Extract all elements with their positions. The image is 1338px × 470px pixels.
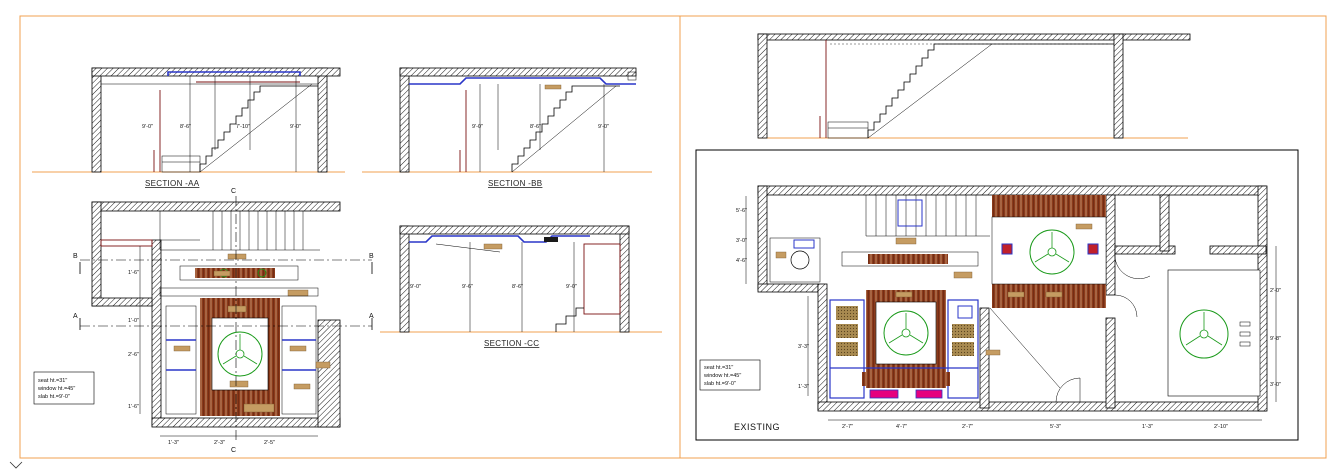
svg-text:1'-6": 1'-6" [128,404,139,410]
svg-text:5'-6": 5'-6" [736,208,747,214]
section-marker-b-right: B [369,253,374,260]
svg-text:3'-0": 3'-0" [1270,382,1281,388]
section-bb-title: SECTION -BB [488,179,542,188]
left-note-seat: seat ht.=31" [38,378,67,384]
svg-text:9'-8": 9'-8" [1270,336,1281,342]
existing-frame [695,149,1299,441]
svg-text:9'-0": 9'-0" [410,284,421,290]
left-note-window: window ht.=45" [37,386,75,392]
svg-text:5'-3": 5'-3" [1050,424,1061,430]
svg-text:2'-7": 2'-7" [962,424,973,430]
section-marker-c-top: C [231,188,236,195]
svg-text:8'-6": 8'-6" [530,124,541,130]
ground-plan-drawing: 1'-6" 1'-0" 2'-6" 1'-6" 1'-3" 2'-3" 2'-5… [79,196,373,446]
section-cc-title: SECTION -CC [484,339,539,348]
svg-text:2'-5": 2'-5" [264,440,275,446]
svg-text:9'-0": 9'-0" [472,124,483,130]
svg-text:3'-0": 3'-0" [736,238,747,244]
svg-text:4'-6": 4'-6" [736,258,747,264]
svg-text:8'-6": 8'-6" [180,124,191,130]
section-aa-title: SECTION -AA [145,179,200,188]
right-notes-box: seat ht.=31" window ht.=45" slab ht.=9'-… [699,359,761,391]
svg-text:8'-6": 8'-6" [512,284,523,290]
section-marker-a-right: A [369,313,374,320]
svg-text:9'-0": 9'-0" [598,124,609,130]
sheet-frame [19,15,1327,459]
right-note-slab: slab ht.=9'-0" [704,381,736,387]
svg-text:9'-0": 9'-0" [566,284,577,290]
svg-text:1'-3": 1'-3" [168,440,179,446]
existing-plan-drawing: 5'-6" 3'-0" 4'-6" 3'-3" 1'-3" 2'-7" 4'-7… [736,185,1281,430]
svg-text:2'-10": 2'-10" [1214,424,1228,430]
corner-chevron-icon [9,461,23,469]
section-marker-a-left: A [73,313,78,320]
svg-text:9'-0": 9'-0" [142,124,153,130]
existing-label: EXISTING [734,422,780,432]
svg-text:2'-7": 2'-7" [842,424,853,430]
section-cc-drawing: 9'-6" 8'-6" 9'-0" 9'-0" [380,225,662,333]
svg-text:1'-6": 1'-6" [128,270,139,276]
svg-text:1'-3": 1'-3" [798,384,809,390]
left-notes-box: seat ht.=31" window ht.=45" slab ht.=9'-… [33,371,95,405]
left-note-slab: slab ht.=9'-0" [38,394,70,400]
section-marker-c-bottom: C [231,447,236,454]
svg-text:2'-3": 2'-3" [214,440,225,446]
section-marker-b-left: B [73,253,78,260]
right-note-seat: seat ht.=31" [704,365,733,371]
svg-text:2'-0": 2'-0" [1270,288,1281,294]
svg-text:1'-3": 1'-3" [1142,424,1153,430]
svg-text:9'-6": 9'-6" [462,284,473,290]
svg-text:3'-3": 3'-3" [798,344,809,350]
svg-text:2'-6": 2'-6" [128,352,139,358]
section-aa-drawing: 9'-0" 8'-6" 7'-10" 9'-0" [32,67,345,173]
existing-section-drawing [757,33,1191,139]
section-bb-drawing: 9'-0" 8'-6" 9'-0" [362,67,652,173]
svg-text:1'-0": 1'-0" [128,318,139,324]
svg-text:7'-10": 7'-10" [236,124,250,130]
svg-text:4'-7": 4'-7" [896,424,907,430]
right-note-window: window ht.=45" [703,373,741,379]
svg-text:9'-0": 9'-0" [290,124,301,130]
